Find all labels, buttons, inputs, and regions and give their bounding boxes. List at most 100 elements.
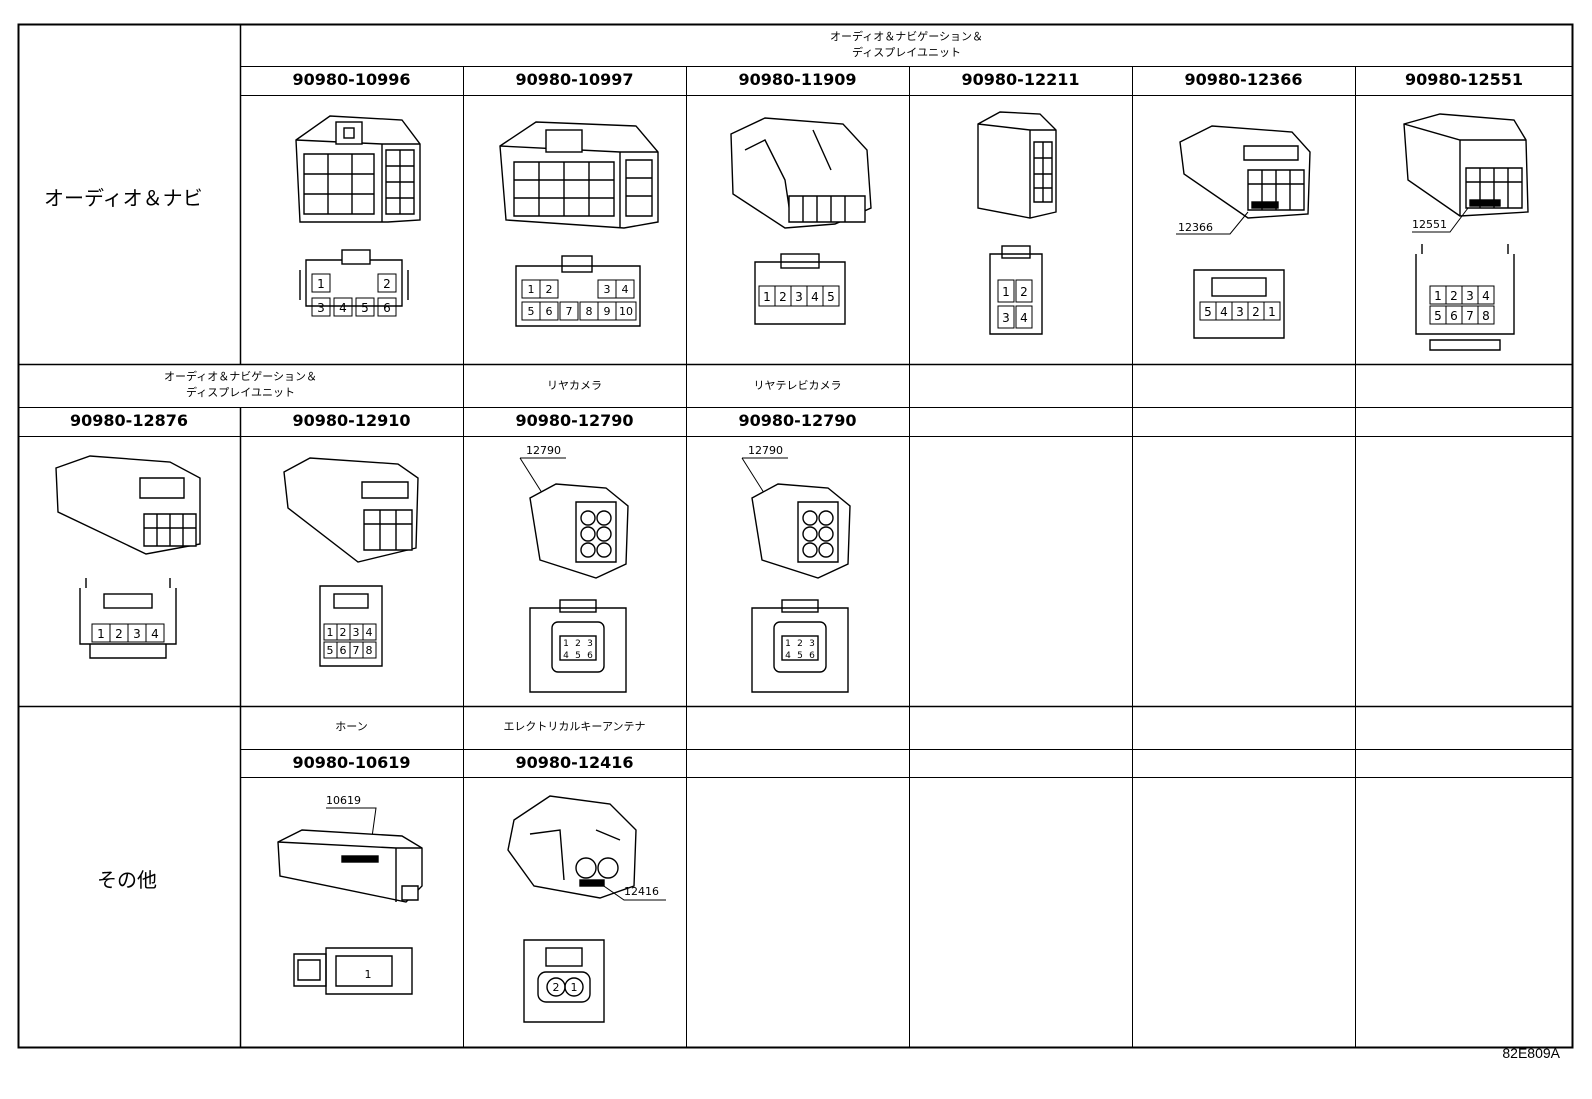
pin-label: 5 xyxy=(361,301,369,315)
pin-label: 3 xyxy=(133,627,141,641)
connector-drawing-11909: 1 2 3 4 5 xyxy=(730,117,872,325)
row3-system-horn: ホーン xyxy=(335,720,368,733)
connector-drawing-12551: 1 2 3 4 5 6 7 8 12551 xyxy=(1403,113,1529,351)
pin-label: 4 xyxy=(563,651,569,661)
figure-code: 82E809A xyxy=(1502,1045,1560,1061)
pin-label: 1 xyxy=(571,981,578,994)
pin-label: 7 xyxy=(353,644,360,657)
part-number: 90980-12416 xyxy=(515,753,634,772)
pin-label: 5 xyxy=(327,644,334,657)
pin-label: 4 xyxy=(622,283,629,296)
pin-label: 4 xyxy=(785,651,791,661)
part-number: 90980-10996 xyxy=(292,70,411,89)
pin-label: 2 xyxy=(115,627,123,641)
part-number: 90980-12551 xyxy=(1405,70,1523,89)
row-group-other-label: その他 xyxy=(97,868,157,892)
pin-label: 6 xyxy=(340,644,347,657)
pin-label: 3 xyxy=(1002,311,1010,325)
pin-label: 7 xyxy=(566,305,573,318)
pin-label: 6 xyxy=(383,301,391,315)
pin-label: 1 xyxy=(317,277,325,291)
part-number: 90980-10997 xyxy=(515,70,634,89)
pin-label: 2 xyxy=(1450,289,1458,303)
callout-label: 12551 xyxy=(1412,218,1447,231)
pin-label: 5 xyxy=(575,651,581,661)
connector-drawing-12211: 1 2 3 4 xyxy=(977,111,1057,335)
pin-label: 6 xyxy=(546,305,553,318)
row2-system-name-line1: オーディオ＆ナビゲーション＆ xyxy=(163,370,317,383)
part-number: 90980-12366 xyxy=(1184,70,1303,89)
connector-drawing-12876: 1 2 3 4 xyxy=(55,455,201,659)
pin-label: 1 xyxy=(528,283,535,296)
pin-label: 2 xyxy=(779,290,787,304)
pin-label: 2 xyxy=(575,639,581,649)
pin-label: 1 xyxy=(785,639,791,649)
pin-label: 3 xyxy=(317,301,325,315)
pin-label: 1 xyxy=(763,290,771,304)
pin-label: 2 xyxy=(1020,285,1028,299)
pin-label: 3 xyxy=(795,290,803,304)
callout-label: 12416 xyxy=(624,885,659,898)
callout-label: 12366 xyxy=(1178,221,1213,234)
row2-system-rear-camera: リヤカメラ xyxy=(547,379,602,392)
pin-label: 5 xyxy=(827,290,835,304)
part-number: 90980-12211 xyxy=(961,70,1080,89)
callout-label: 10619 xyxy=(326,794,361,807)
callout-label: 12790 xyxy=(748,444,783,457)
pin-label: 4 xyxy=(1482,289,1490,303)
pin-label: 2 xyxy=(546,283,553,296)
pin-label: 1 xyxy=(97,627,105,641)
row3-system-electrical-key-antenna: エレクトリカルキーアンテナ xyxy=(503,720,646,733)
pin-label: 1 xyxy=(1268,305,1276,319)
pin-label: 5 xyxy=(1204,305,1212,319)
pin-label: 5 xyxy=(797,651,803,661)
pin-label: 5 xyxy=(1434,309,1442,323)
part-number: 90980-11909 xyxy=(738,70,857,89)
connector-drawing-12790-rear-tv-camera: 12790 1 2 3 4 5 6 xyxy=(741,444,851,693)
row-group-audio-navi-label: オーディオ＆ナビ xyxy=(44,186,203,210)
pin-label: 6 xyxy=(1450,309,1458,323)
pin-label: 2 xyxy=(383,277,391,291)
part-number: 90980-12876 xyxy=(70,411,188,430)
pin-label: 1 xyxy=(327,626,334,639)
pin-label: 2 xyxy=(553,981,560,994)
connector-drawing-10996: 1 2 3 4 5 6 xyxy=(295,115,421,317)
pin-label: 8 xyxy=(586,305,593,318)
pin-label: 4 xyxy=(811,290,819,304)
pin-label: 6 xyxy=(809,651,815,661)
connector-drawing-12416: 12416 2 1 xyxy=(507,795,666,1023)
connector-drawing-10619: 10619 1 xyxy=(277,794,423,995)
connector-drawing-10997: 1 2 3 4 5 6 7 8 9 10 xyxy=(499,121,659,327)
pin-label: 9 xyxy=(604,305,611,318)
pin-label: 3 xyxy=(587,639,593,649)
pin-label: 2 xyxy=(1252,305,1260,319)
pin-label: 3 xyxy=(1466,289,1474,303)
pin-label: 6 xyxy=(587,651,593,661)
connector-drawing-12910: 1 2 3 4 5 6 7 8 xyxy=(283,457,419,667)
pin-label: 1 xyxy=(365,968,372,981)
row1-system-name-line2: ディスプレイユニット xyxy=(851,46,961,59)
pin-label: 2 xyxy=(340,626,347,639)
pin-label: 10 xyxy=(619,305,633,318)
pin-label: 5 xyxy=(528,305,535,318)
pin-label: 2 xyxy=(797,639,803,649)
part-number: 90980-12790 xyxy=(738,411,857,430)
pin-label: 8 xyxy=(1482,309,1490,323)
pin-label: 8 xyxy=(366,644,373,657)
pin-label: 7 xyxy=(1466,309,1474,323)
pin-label: 1 xyxy=(1002,285,1010,299)
row1-system-name-line1: オーディオ＆ナビゲーション＆ xyxy=(829,30,983,43)
pin-label: 3 xyxy=(353,626,360,639)
row2-system-name-line2: ディスプレイユニット xyxy=(185,386,295,399)
connector-drawing-12366: 5 4 3 2 1 12366 xyxy=(1176,125,1311,339)
pin-label: 3 xyxy=(1236,305,1244,319)
pin-label: 4 xyxy=(1020,311,1028,325)
part-number: 90980-12790 xyxy=(515,411,634,430)
pin-label: 3 xyxy=(809,639,815,649)
pin-label: 4 xyxy=(151,627,159,641)
pin-label: 1 xyxy=(563,639,569,649)
row2-system-rear-tv-camera: リヤテレビカメラ xyxy=(753,379,842,392)
pin-label: 3 xyxy=(604,283,611,296)
callout-label: 12790 xyxy=(526,444,561,457)
